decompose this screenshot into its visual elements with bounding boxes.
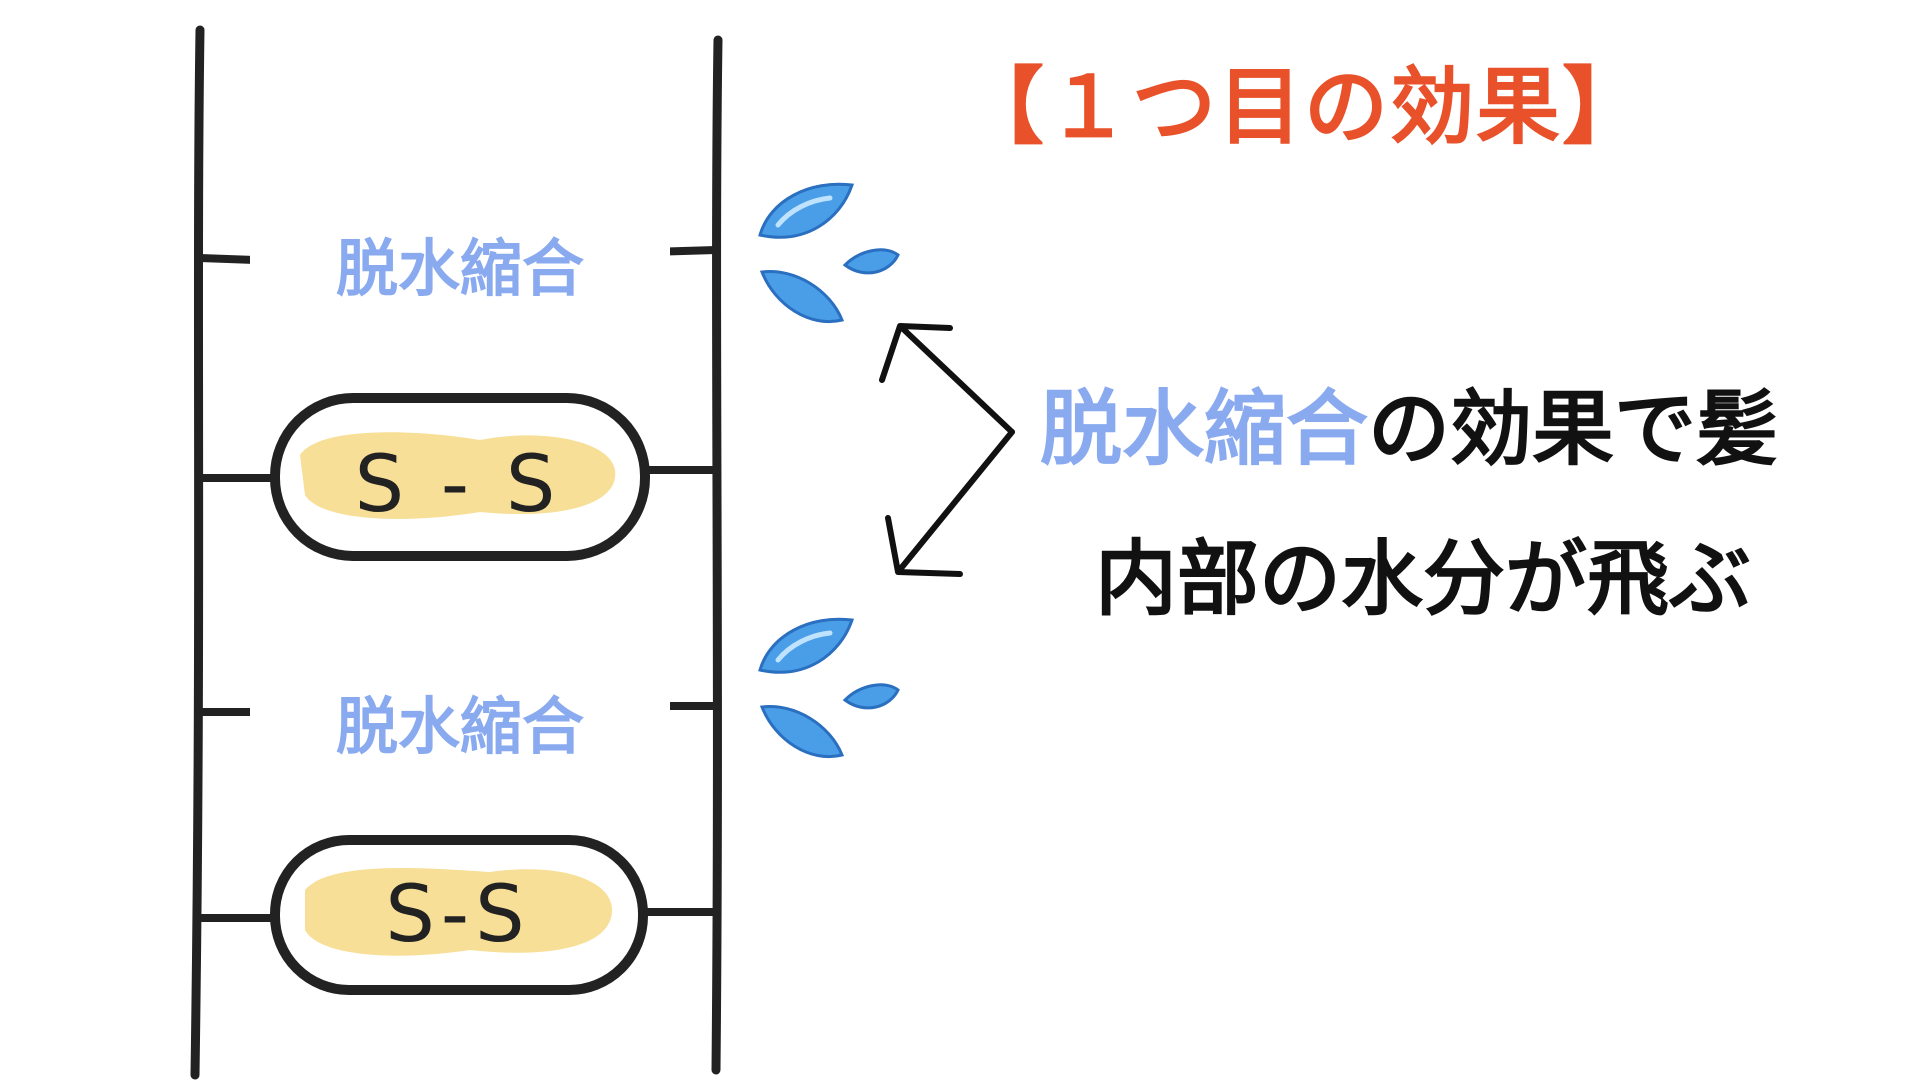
ss-bond-fill-2 — [305, 867, 612, 956]
ss-bond-label-1: S - S — [354, 440, 562, 530]
rung-1-left — [196, 254, 259, 264]
explanation-line-1: 脱水縮合の効果で髪 — [1040, 362, 1778, 481]
explanation-line-1-rest: の効果で髪 — [1368, 381, 1779, 477]
explanation-highlight: 脱水縮合 — [1040, 381, 1369, 477]
bond-label-dehydration-2: 脱水縮合 — [250, 676, 670, 766]
sweat-droplets-icon — [758, 617, 900, 758]
sweat-droplets-icon — [758, 182, 900, 323]
bond-label-dehydration-1: 脱水縮合 — [250, 218, 670, 308]
ss-bond-label-2: S-S — [385, 870, 531, 960]
ss-bond-fill-1 — [300, 432, 616, 519]
page-title: 【１つ目の効果】 — [960, 57, 1649, 156]
right-rail — [711, 35, 723, 1075]
explanation-line-2: 内部の水分が飛ぶ — [1095, 531, 1752, 627]
arrow-up — [879, 323, 1015, 435]
arrow-down — [885, 429, 1015, 577]
